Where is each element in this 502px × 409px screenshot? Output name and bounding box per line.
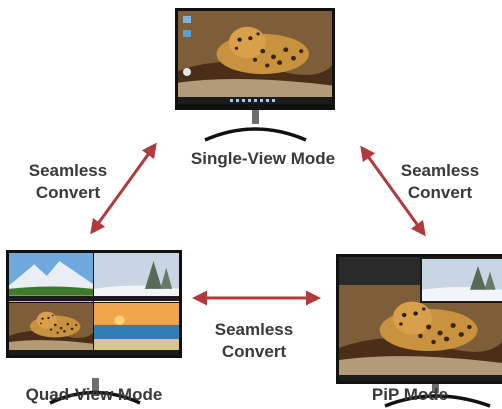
stand-base — [204, 127, 307, 142]
taskbar — [339, 375, 502, 381]
quad-pane-3 — [9, 303, 93, 350]
pip-monitor — [336, 254, 502, 408]
pip-label: PiP Mode — [372, 385, 448, 404]
leopard-wallpaper — [178, 11, 332, 97]
convert-right-line2: Convert — [408, 183, 473, 202]
quad-view-monitor — [6, 250, 182, 405]
convert-bottom-line1: Seamless — [215, 320, 293, 339]
browser-icon — [183, 30, 191, 37]
quad-view-label: Quad-View Mode — [26, 385, 163, 404]
quad-pane-4 — [94, 303, 179, 350]
pip-inset-view — [422, 259, 502, 301]
stand-base — [384, 394, 491, 408]
recycle-bin-icon — [183, 16, 191, 23]
arrow-single-quad — [90, 142, 157, 235]
quad-pane-1 — [9, 253, 93, 302]
arrow-single-pip — [360, 145, 426, 237]
desktop-icons — [183, 16, 191, 76]
taskbar — [9, 350, 179, 355]
stand-neck — [252, 110, 259, 124]
stand-neck — [432, 384, 439, 393]
convert-left-line1: Seamless — [29, 161, 107, 180]
convert-bottom-line2: Convert — [222, 342, 287, 361]
stand-neck — [92, 378, 99, 391]
convert-right-line1: Seamless — [401, 161, 479, 180]
single-view-monitor — [175, 8, 335, 142]
quad-pane-2 — [94, 253, 179, 302]
single-view-label: Single-View Mode — [191, 149, 335, 168]
folder-icon — [183, 68, 191, 76]
stand-base — [49, 390, 141, 405]
convert-left-line2: Convert — [36, 183, 101, 202]
